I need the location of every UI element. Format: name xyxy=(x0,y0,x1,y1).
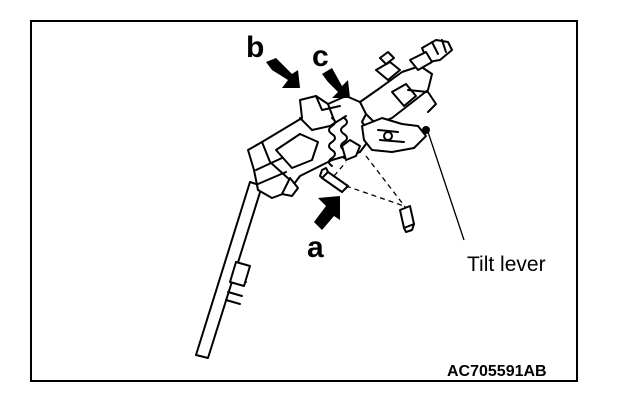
arrow-b-icon xyxy=(266,58,300,88)
upper-shaft xyxy=(359,39,453,125)
callout-label-b: b xyxy=(246,31,265,64)
callout-label-c: c xyxy=(312,40,329,73)
bolt-a xyxy=(319,167,349,193)
tilt-bolt xyxy=(399,205,415,233)
figure-frame xyxy=(30,20,578,382)
column-housing xyxy=(247,95,373,199)
tilt-lever-label: Tilt lever xyxy=(467,253,546,276)
figure-code: AC705591AB xyxy=(447,363,547,380)
tilt-lever-assembly xyxy=(341,117,430,161)
assembly-guide-lines xyxy=(333,155,407,209)
tilt-lever-leader xyxy=(427,131,465,241)
arrow-a-icon xyxy=(314,196,340,230)
arrow-c-icon xyxy=(322,68,350,98)
intermediate-shaft xyxy=(195,181,263,359)
callout-label-a: a xyxy=(307,231,324,264)
